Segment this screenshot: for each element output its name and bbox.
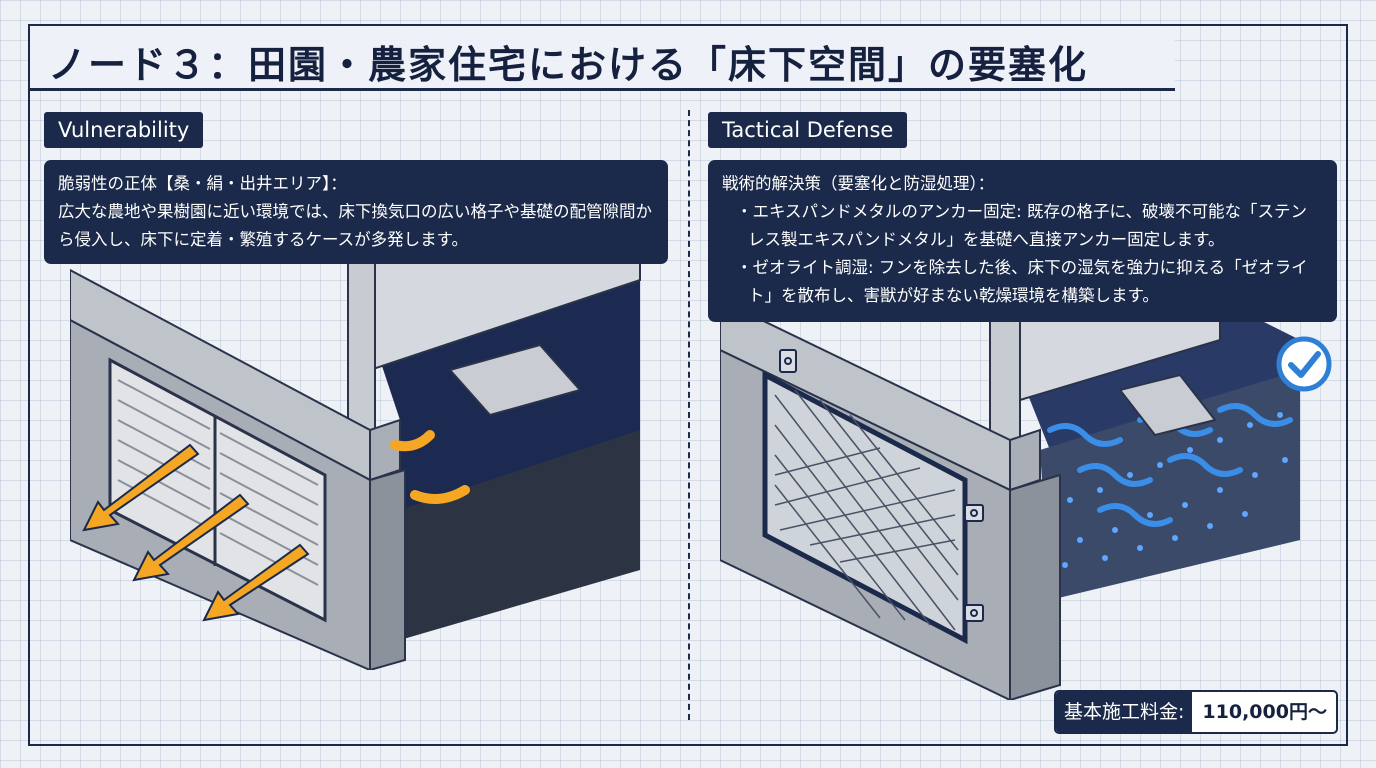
defense-description: 戦術的解決策（要塞化と防湿処理）： ・エキスパンドメタルのアンカー固定: 既存の…	[708, 160, 1337, 322]
zeolite-bed	[1040, 370, 1300, 600]
orange-wave-icon	[390, 430, 470, 504]
sill-end	[1009, 428, 1041, 492]
zeolite-granules	[1062, 412, 1288, 568]
title-bar: ノード３：田園・農家住宅における「床下空間」の要塞化	[30, 26, 1175, 91]
vulnerability-heading: 脆弱性の正体【桑・絹・出井エリア】：	[58, 174, 347, 193]
vulnerable-underfloor-illustration	[70, 240, 641, 670]
price-value: 110,000円〜	[1202, 701, 1327, 723]
inner-joist	[448, 343, 582, 417]
defense-heading: 戦術的解決策（要塞化と防湿処理）：	[722, 174, 995, 193]
underfloor-soil	[400, 430, 640, 640]
panel-divider	[688, 110, 690, 720]
check-circle-icon	[1276, 336, 1332, 392]
price-label: 基本施工料金:	[1056, 692, 1193, 732]
orange-arrow-icon	[82, 443, 310, 622]
foundation-side	[1009, 473, 1061, 700]
vulnerability-body: 広大な農地や果樹園に近い環境では、床下換気口の広い格子や基礎の配管隙間から侵入し…	[58, 202, 652, 249]
fortified-underfloor-illustration	[720, 300, 1300, 700]
sill-end	[369, 418, 401, 482]
page-title: ノード３：田園・農家住宅における「床下空間」の要塞化	[48, 43, 1089, 87]
vulnerability-tag: Vulnerability	[44, 112, 204, 148]
expanded-metal-mesh	[762, 370, 968, 645]
anchor-bolts	[779, 349, 984, 622]
foundation-side	[369, 468, 406, 670]
wall-post	[347, 259, 376, 441]
outer-frame	[28, 24, 1348, 746]
inner-joist	[1118, 373, 1217, 437]
defense-bullet-expanded-metal: ・エキスパンドメタルのアンカー固定: 既存の格子に、破壊不可能な「ステンレス製エ…	[736, 202, 1307, 249]
tactical-defense-tag: Tactical Defense	[708, 112, 908, 148]
vulnerability-description: 脆弱性の正体【桑・絹・出井エリア】： 広大な農地や果樹園に近い環境では、床下換気…	[44, 160, 668, 264]
defense-bullet-zeolite: ・ゼオライト調湿: フンを除去した後、床下の湿気を強力に抑える「ゼオライト」を散…	[736, 258, 1308, 305]
base-price-box: 基本施工料金: 110,000円〜	[1054, 690, 1338, 734]
